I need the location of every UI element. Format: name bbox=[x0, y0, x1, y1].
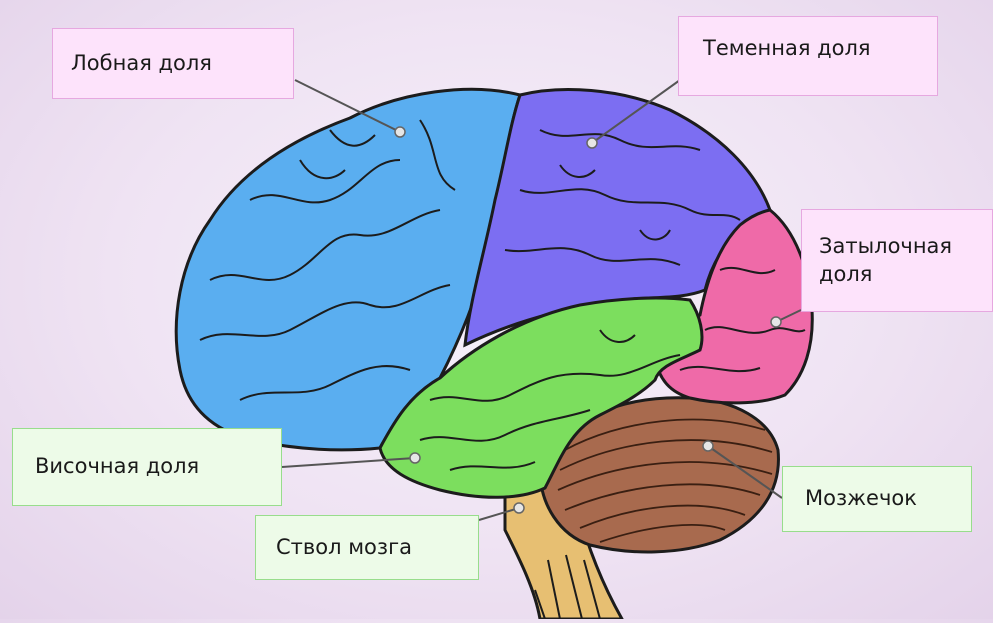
temporal-lobe-label-text: Височная доля bbox=[35, 453, 199, 480]
parietal-dot bbox=[587, 138, 597, 148]
parietal-lobe-label: Теменная доля bbox=[678, 16, 938, 96]
brainstem-dot bbox=[514, 503, 524, 513]
cerebellum-dot bbox=[703, 441, 713, 451]
occipital-lobe-label-text: Затылочная доля bbox=[819, 233, 952, 288]
cerebellum-label-text: Мозжечок bbox=[805, 485, 917, 512]
occipital-dot bbox=[771, 317, 781, 327]
brainstem-label: Ствол мозга bbox=[255, 515, 479, 580]
temporal-dot bbox=[410, 453, 420, 463]
frontal-lobe-label-text: Лобная доля bbox=[71, 50, 212, 77]
frontal-dot bbox=[395, 127, 405, 137]
parietal-lobe-label-text: Теменная доля bbox=[703, 35, 871, 62]
frontal-lobe-label: Лобная доля bbox=[52, 28, 294, 99]
cerebellum-label: Мозжечок bbox=[782, 466, 972, 532]
temporal-lobe-label: Височная доля bbox=[12, 428, 282, 506]
occipital-lobe-label: Затылочная доля bbox=[801, 209, 993, 312]
brainstem-label-text: Ствол мозга bbox=[276, 534, 412, 561]
